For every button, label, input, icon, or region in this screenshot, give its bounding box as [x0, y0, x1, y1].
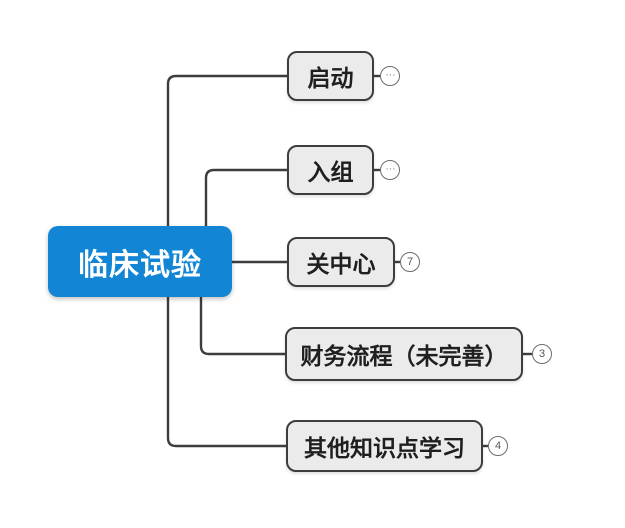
- central-topic[interactable]: 临床试验: [48, 226, 232, 297]
- topic-initiation-label: 启动: [307, 65, 354, 91]
- child-count-badge-site-closure[interactable]: 7: [400, 252, 420, 272]
- topic-site-closure-label: 关中心: [306, 251, 376, 277]
- collapse-badge-enrollment[interactable]: ⋯: [380, 160, 400, 180]
- child-count-badge-other-knowledge[interactable]: 4: [488, 436, 508, 456]
- topic-finance-process-label: 财务流程（未完善）: [300, 343, 508, 369]
- topic-enrollment[interactable]: 入组: [287, 145, 374, 195]
- topic-other-knowledge-label: 其他知识点学习: [304, 435, 465, 461]
- child-count-badge-finance-process[interactable]: 3: [532, 344, 552, 364]
- topic-initiation[interactable]: 启动: [287, 51, 374, 101]
- topic-site-closure[interactable]: 关中心: [287, 237, 395, 287]
- central-topic-label: 临床试验: [78, 248, 202, 282]
- topic-other-knowledge[interactable]: 其他知识点学习: [286, 420, 483, 472]
- topic-finance-process[interactable]: 财务流程（未完善）: [285, 327, 523, 381]
- topic-enrollment-label: 入组: [307, 159, 354, 185]
- collapse-badge-initiation[interactable]: ⋯: [380, 66, 400, 86]
